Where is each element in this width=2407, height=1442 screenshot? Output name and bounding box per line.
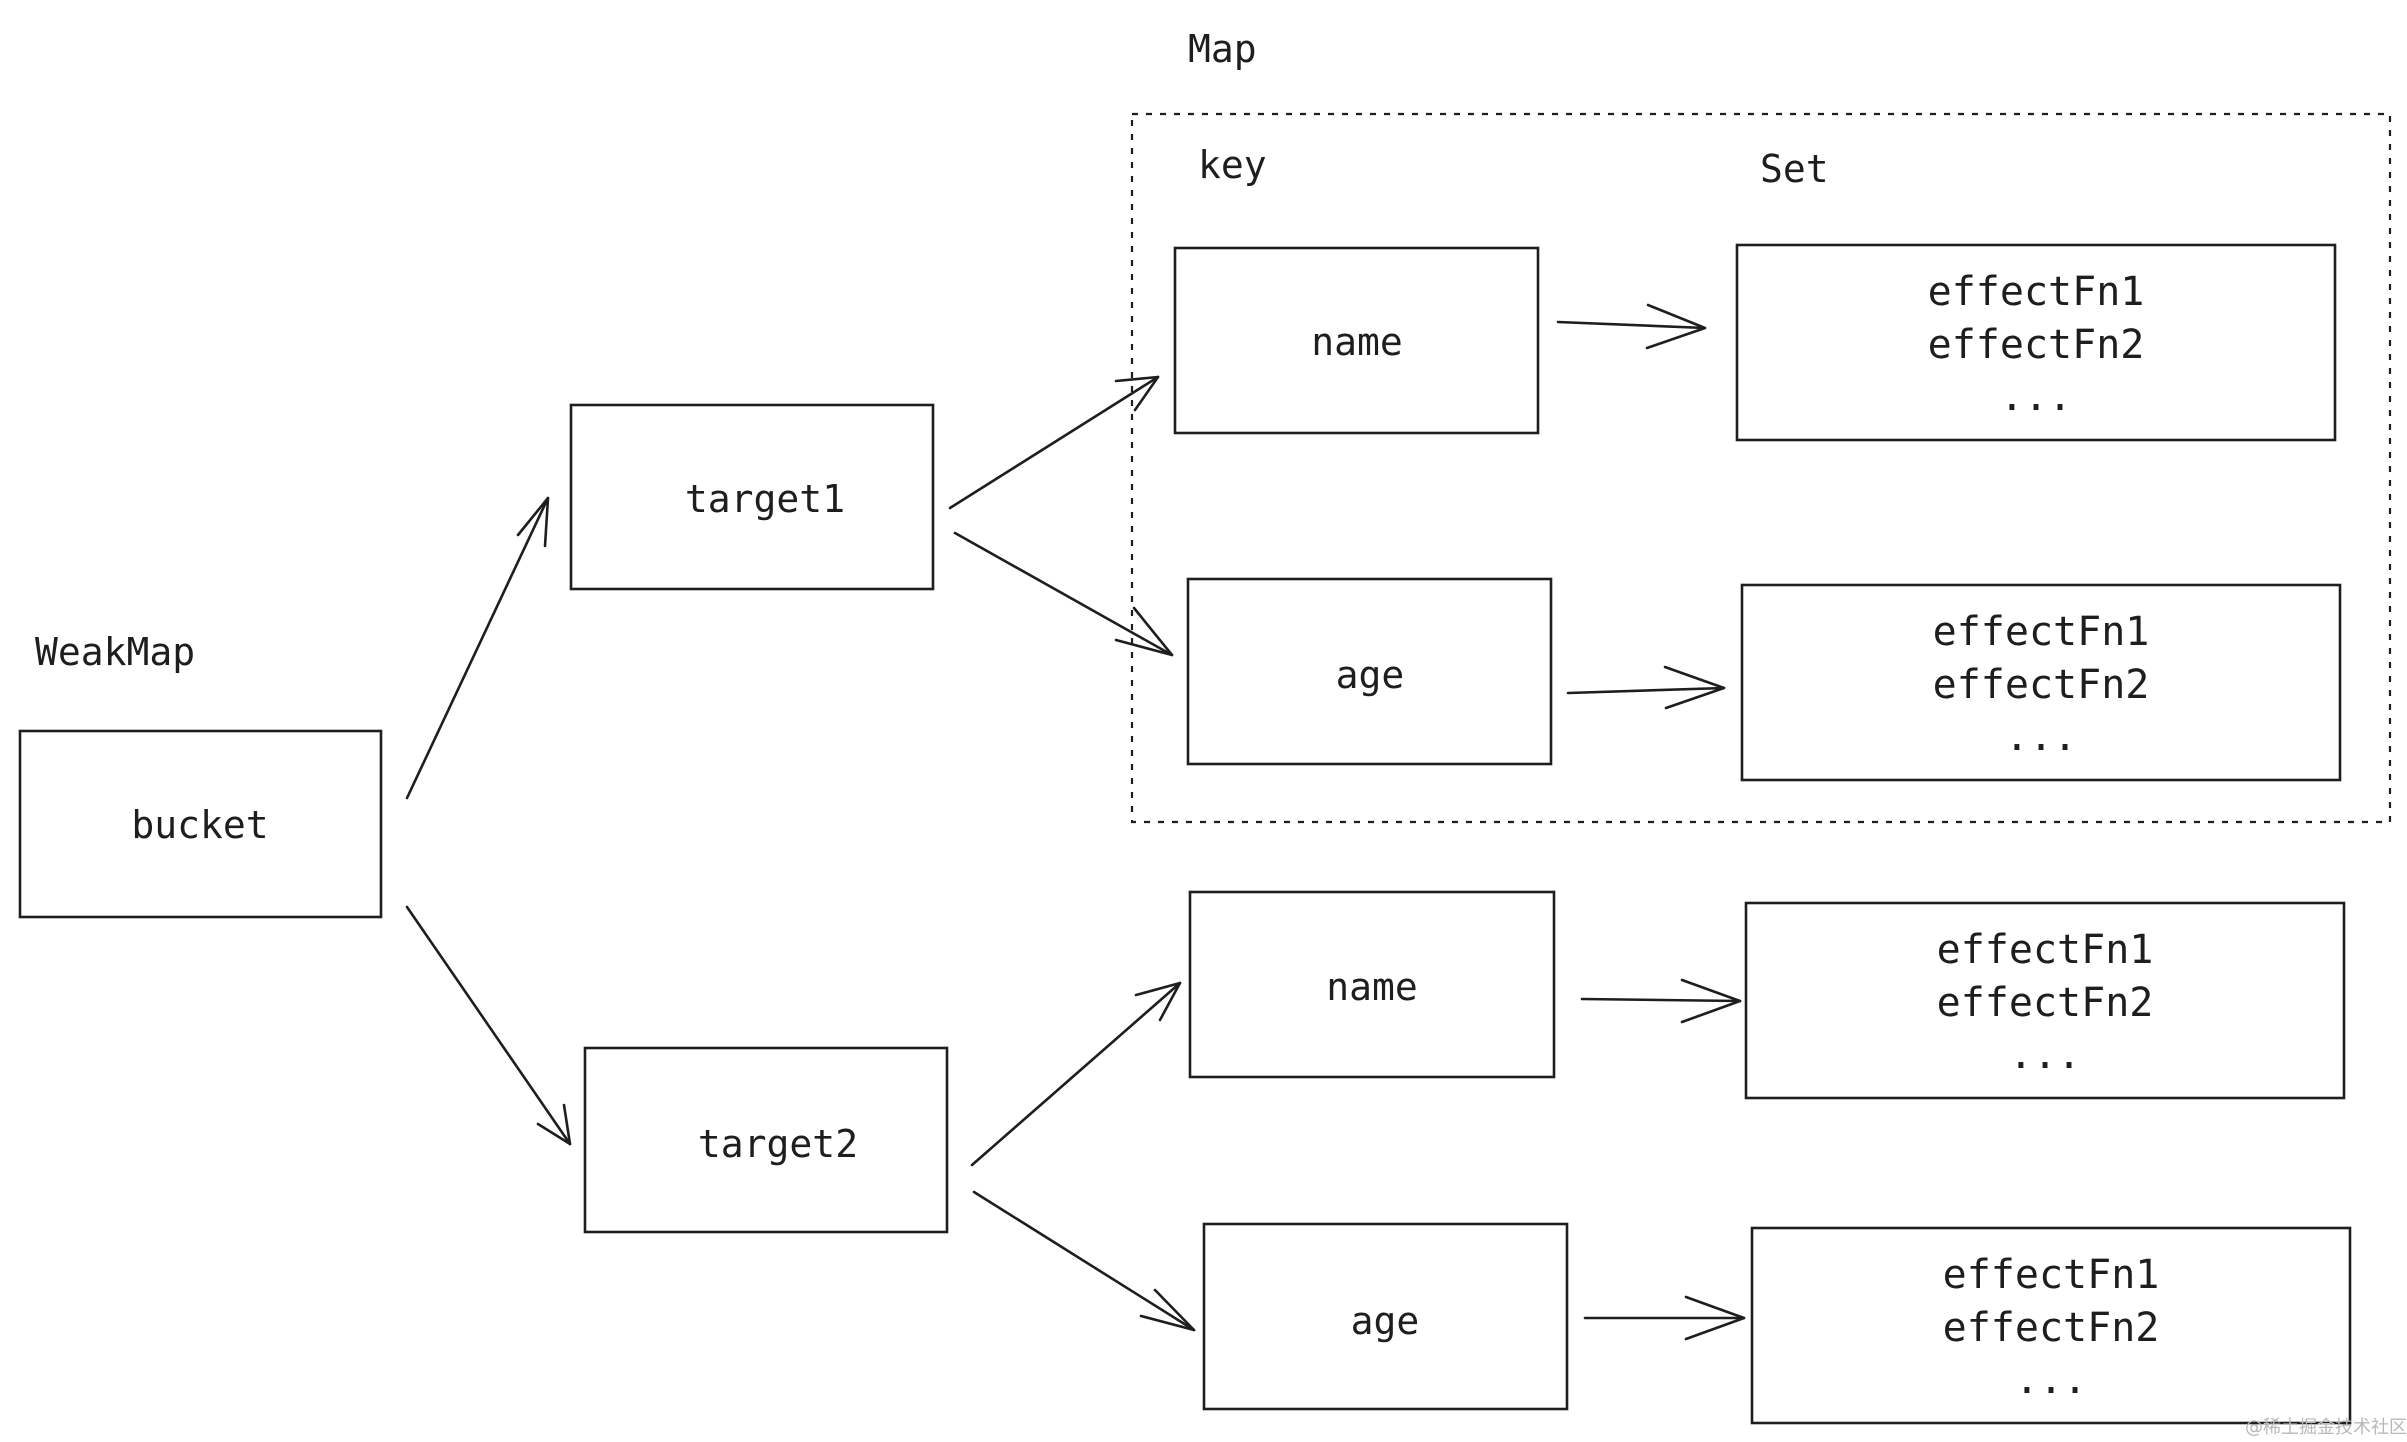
arrow-t2-name-to-set [1580, 978, 1742, 1024]
t1-age-set-item: effectFn2 [1933, 662, 2150, 708]
map-container [1130, 112, 2392, 824]
t2-name-set-item: ... [2009, 1032, 2081, 1078]
t2-key-age-node: age [1202, 1222, 1569, 1411]
arrow-target2-to-age [972, 1190, 1196, 1332]
t1-key-age-label: age [1336, 653, 1405, 697]
weakmap-label: WeakMap [35, 630, 195, 674]
t1-age-set: effectFn1 effectFn2 ... [1740, 583, 2342, 782]
set-column-label: Set [1760, 147, 1829, 191]
t1-age-set-item: ... [2005, 714, 2077, 760]
t2-key-age-label: age [1351, 1299, 1420, 1343]
bucket-node: bucket [18, 729, 383, 919]
target1-node: target1 [569, 403, 935, 591]
t1-age-set-item: effectFn1 [1933, 609, 2150, 655]
t2-name-set-item: effectFn1 [1937, 927, 2154, 973]
t2-age-set-item: effectFn2 [1943, 1305, 2160, 1351]
t1-name-set-item: effectFn1 [1928, 269, 2145, 315]
t1-name-set-item: effectFn2 [1928, 322, 2145, 368]
target2-node: target2 [583, 1046, 949, 1234]
map-label: Map [1188, 27, 1257, 71]
arrow-bucket-to-target2 [405, 905, 572, 1146]
t2-key-name-node: name [1188, 890, 1556, 1079]
t1-key-name-label: name [1311, 320, 1403, 364]
t1-name-set: effectFn1 effectFn2 ... [1735, 243, 2337, 442]
t2-name-set: effectFn1 effectFn2 ... [1744, 901, 2346, 1100]
t2-age-set-item: effectFn1 [1943, 1252, 2160, 1298]
key-column-label: key [1198, 143, 1267, 187]
t2-key-name-label: name [1326, 965, 1418, 1009]
t1-name-set-item: ... [2000, 374, 2072, 420]
arrow-target1-to-age [953, 531, 1174, 657]
t2-age-set-item: ... [2015, 1357, 2087, 1403]
t1-key-name-node: name [1173, 246, 1540, 435]
target2-label: target2 [698, 1122, 858, 1166]
arrow-t2-age-to-set [1583, 1295, 1746, 1341]
watermark-text: @稀土掘金技术社区 [2245, 1417, 2407, 1438]
arrow-bucket-to-target1 [405, 496, 550, 800]
target1-label: target1 [685, 477, 845, 521]
arrow-t1-age-to-set [1566, 665, 1726, 710]
arrow-t1-name-to-set [1556, 303, 1707, 350]
t2-name-set-item: effectFn2 [1937, 980, 2154, 1026]
t2-age-set: effectFn1 effectFn2 ... [1750, 1226, 2352, 1425]
arrow-target2-to-name [970, 981, 1182, 1167]
t1-key-age-node: age [1186, 577, 1553, 766]
arrow-target1-to-name [948, 375, 1160, 510]
bucket-label: bucket [131, 803, 268, 847]
